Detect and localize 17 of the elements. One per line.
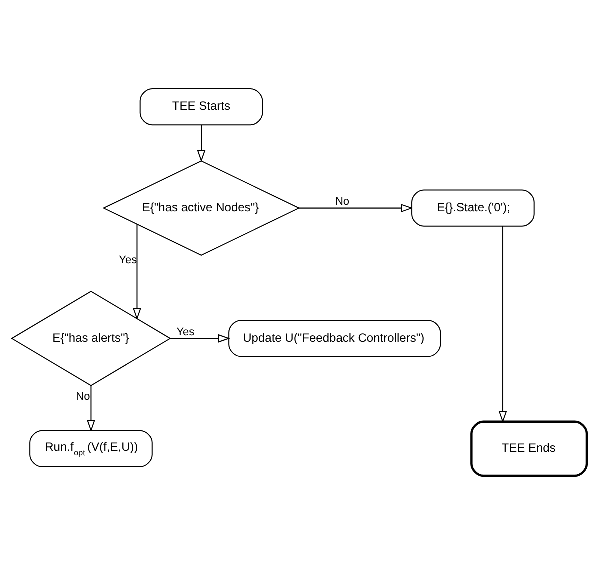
arrow (197, 124, 206, 162)
arrow (299, 204, 414, 212)
arrow (170, 334, 230, 342)
node-diamond: E{"has active Nodes"} (102, 160, 300, 256)
arrow (498, 226, 508, 423)
edge-label: No (335, 196, 350, 208)
node-box: Update U("Feedback Controllers") (228, 320, 442, 357)
node-box: TEE Ends (470, 420, 588, 477)
edge-label: Yes (176, 326, 195, 338)
arrow (133, 224, 142, 320)
node-box: E{}.State.('0'); (412, 189, 535, 226)
node-diamond: E{"has alerts"} (11, 290, 172, 386)
node-box: Run.f$_{opt}$ (V(f,E,U)) (30, 430, 153, 467)
edge-label: No (76, 390, 90, 403)
node-box: TEE Starts (140, 88, 264, 126)
edge-label: Yes (119, 254, 138, 266)
arrow (87, 386, 96, 432)
